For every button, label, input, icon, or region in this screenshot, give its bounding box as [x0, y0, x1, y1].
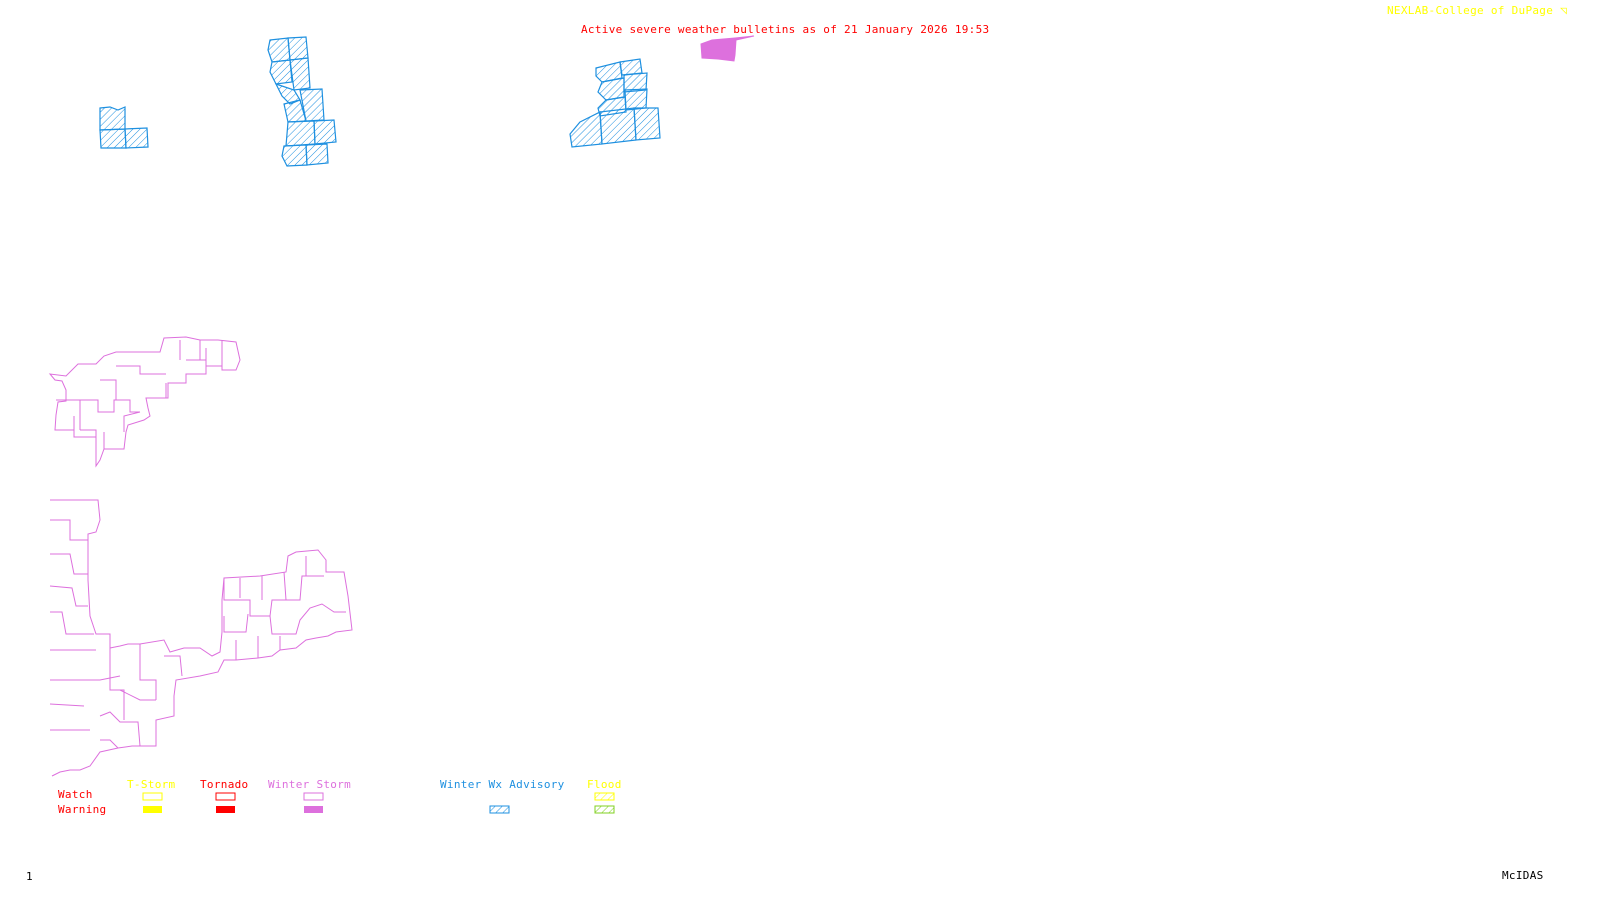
legend-tstorm-watch-swatch [142, 792, 163, 801]
nexlab-logo-icon: ◹ [1560, 4, 1568, 17]
frame-number: 1 [26, 870, 33, 883]
legend-label-flood: Flood [587, 778, 622, 791]
advisory-area-west [99, 106, 149, 149]
legend-tornado-warning-swatch [216, 806, 235, 813]
legend-advisory-warning-swatch [489, 805, 510, 814]
legend-flood-watch-swatch [594, 792, 615, 801]
winter-storm-watch-area-north [48, 336, 241, 468]
legend-tornado-watch-swatch [215, 792, 236, 801]
legend-row-watch: Watch [58, 788, 93, 801]
winter-storm-watch-area-south [49, 499, 353, 777]
software-label: McIDAS [1502, 869, 1544, 882]
advisory-area-east [569, 58, 661, 148]
legend-label-tstorm: T-Storm [127, 778, 176, 791]
credit-label: NEXLAB-College of DuPage [1387, 4, 1554, 17]
legend-label-tornado: Tornado [200, 778, 249, 791]
winter-storm-warning-area [700, 35, 755, 62]
legend-swatches [142, 792, 615, 814]
legend-row-warning: Warning [58, 803, 107, 816]
credit-text: NEXLAB-College of DuPage ◹ [1387, 4, 1567, 17]
legend-winterstorm-watch-swatch [303, 792, 324, 801]
legend-label-winter-storm: Winter Storm [268, 778, 352, 791]
legend-flood-warning-swatch [594, 805, 615, 814]
legend-label-winter-advisory: Winter Wx Advisory [440, 778, 565, 791]
advisory-area-central [267, 36, 337, 167]
map-title: Active severe weather bulletins as of 21… [581, 23, 990, 36]
legend-winterstorm-warning-swatch [304, 806, 323, 813]
legend-tstorm-warning-swatch [143, 806, 162, 813]
